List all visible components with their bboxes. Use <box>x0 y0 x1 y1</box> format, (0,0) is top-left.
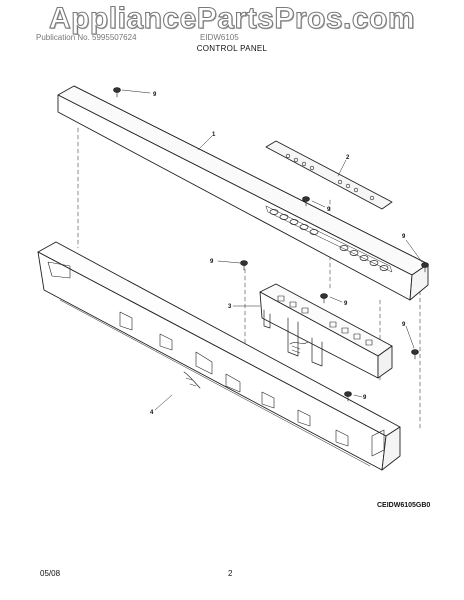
diagram-code: CEIDW6105GB0 <box>377 502 431 509</box>
callout-9: 9 <box>402 322 406 328</box>
screw-top-left <box>113 87 121 98</box>
page-number: 2 <box>228 569 233 578</box>
screw-board <box>320 293 328 304</box>
electronic-control-board <box>259 283 393 379</box>
control-overlay-strip <box>265 140 393 210</box>
screw-right-lower <box>411 349 419 360</box>
screw-console-mid <box>302 196 310 207</box>
callout-4: 4 <box>150 410 154 416</box>
callout-9: 9 <box>327 207 331 213</box>
leader-lines <box>121 89 423 411</box>
callout-9: 9 <box>344 301 348 307</box>
section-title: CONTROL PANEL <box>196 44 268 53</box>
screw-right-upper <box>421 262 429 273</box>
screws <box>113 87 429 402</box>
watermark: AppliancePartsPros.com <box>48 1 416 35</box>
callout-3: 3 <box>228 304 232 310</box>
publication-label: Publication No. 5995507624 <box>36 33 137 42</box>
model-label: EIDW6105 <box>200 33 239 42</box>
callout-9: 9 <box>210 259 214 265</box>
screw-left-mid <box>240 260 248 271</box>
callout-2: 2 <box>346 155 350 161</box>
control-panel-bracket <box>37 241 401 471</box>
callout-1: 1 <box>212 132 216 138</box>
console-button-holes <box>265 205 393 273</box>
screw-bottom <box>344 391 352 402</box>
callout-9: 9 <box>153 92 157 98</box>
footer-date: 05/08 <box>40 569 61 578</box>
callout-labels: 1 2 3 4 9 9 9 9 9 9 9 <box>150 92 406 416</box>
callout-9: 9 <box>363 395 367 401</box>
callout-9: 9 <box>402 234 406 240</box>
